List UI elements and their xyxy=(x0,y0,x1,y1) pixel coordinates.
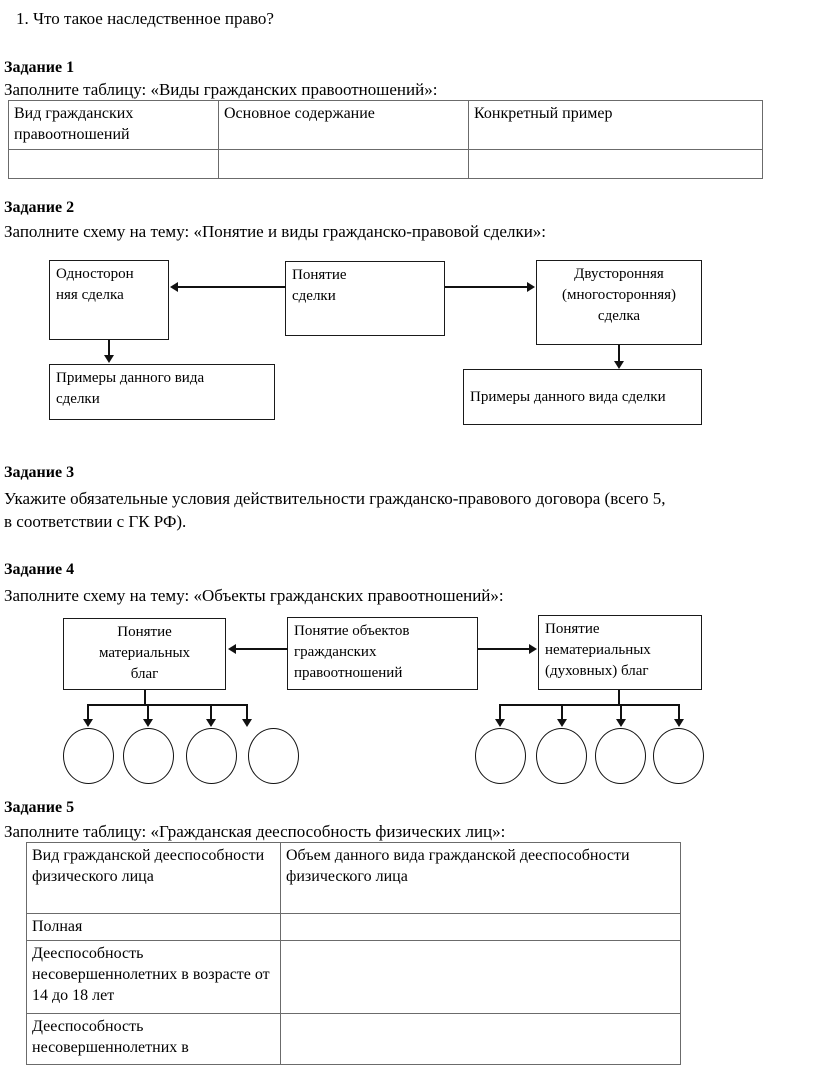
table-header-cell: Вид гражданской дееспособности физическо… xyxy=(26,842,281,914)
table-cell-label: Полная xyxy=(26,913,281,941)
scheme-obyekty-left-circle[interactable] xyxy=(186,728,237,784)
connector-left-drop-3 xyxy=(210,704,212,720)
table-cell-empty[interactable] xyxy=(280,940,681,1014)
arrow-down-icon xyxy=(104,355,114,363)
scheme-obyekty-right-circle[interactable] xyxy=(595,728,646,784)
table-header-cell: Конкретный пример xyxy=(468,100,763,150)
connector-right-drop-1 xyxy=(499,704,501,720)
connector-obyekty-center-to-right xyxy=(478,648,530,650)
table-header-cell: Вид гражданских правоотношений xyxy=(8,100,219,150)
connector-right-down xyxy=(618,345,620,362)
scheme-sdelki-right-label: Двусторонняя(многосторонняя)сделка xyxy=(561,266,677,324)
table-row xyxy=(8,149,763,179)
table-grazhdanskaya-deesposobnost: Вид гражданской дееспособности физическо… xyxy=(26,842,681,1065)
connector-right-drop-2 xyxy=(561,704,563,720)
task-2-instruction: Заполните схему на тему: «Понятие и виды… xyxy=(4,222,547,241)
task-3-instruction-line-1: Укажите обязательные условия действитель… xyxy=(4,489,666,508)
table-header-cell: Основное содержание xyxy=(218,100,469,150)
arrow-down-icon xyxy=(495,719,505,727)
task-5-label: Задание 5 xyxy=(4,799,75,816)
task-4-instruction: Заполните схему на тему: «Объекты гражда… xyxy=(4,586,504,605)
scheme-sdelki-right-examples-box: Примеры данного вида сделки xyxy=(463,369,702,425)
arrow-right-icon xyxy=(527,282,535,292)
table-vidy-grazhdanskih-pravootnosheniy: Вид гражданских правоотношений Основное … xyxy=(8,100,763,179)
connector-center-to-right xyxy=(445,286,528,288)
connector-right-drop-3 xyxy=(620,704,622,720)
arrow-left-icon xyxy=(170,282,178,292)
scheme-obyekty-left-circle[interactable] xyxy=(123,728,174,784)
connector-left-drop-1 xyxy=(87,704,89,720)
table-cell-empty[interactable] xyxy=(280,1013,681,1065)
arrow-down-icon xyxy=(143,719,153,727)
scheme-sdelki-right-box: Двусторонняя(многосторонняя)сделка xyxy=(536,260,702,345)
arrow-down-icon xyxy=(616,719,626,727)
connector-left-trunk xyxy=(144,690,146,705)
connector-right-drop-4 xyxy=(678,704,680,720)
arrow-down-icon xyxy=(614,361,624,369)
connector-right-trunk xyxy=(618,690,620,705)
arrow-down-icon xyxy=(83,719,93,727)
table-cell-label: Дееспособность несовершеннолетних в xyxy=(26,1013,281,1065)
connector-left-bus xyxy=(87,704,247,706)
table-cell-empty[interactable] xyxy=(280,913,681,941)
table-row: Полная xyxy=(26,913,681,941)
table-header-cell: Объем данного вида гражданской дееспособ… xyxy=(280,842,681,914)
scheme-obyekty-right-circle[interactable] xyxy=(475,728,526,784)
scheme-sdelki-right-examples-label: Примеры данного вида сделки xyxy=(470,388,666,405)
task-5-instruction: Заполните таблицу: «Гражданская дееспосо… xyxy=(4,822,506,841)
scheme-obyekty-right-circle[interactable] xyxy=(653,728,704,784)
task-3-label: Задание 3 xyxy=(4,464,75,481)
scheme-obyekty-right-circle[interactable] xyxy=(536,728,587,784)
connector-right-bus xyxy=(499,704,679,706)
connector-left-down xyxy=(108,340,110,356)
table-row: Дееспособность несовершеннолетних в xyxy=(26,1013,681,1065)
arrow-down-icon xyxy=(242,719,252,727)
task-1-instruction: Заполните таблицу: «Виды гражданских пра… xyxy=(4,80,438,99)
table-row: Вид гражданской дееспособности физическо… xyxy=(26,842,681,914)
connector-left-drop-4 xyxy=(246,704,248,720)
table-row: Дееспособность несовершеннолетних в возр… xyxy=(26,940,681,1014)
page-question: 1. Что такое наследственное право? xyxy=(16,9,274,28)
arrow-down-icon xyxy=(557,719,567,727)
task-1-label: Задание 1 xyxy=(4,59,75,76)
arrow-down-icon xyxy=(206,719,216,727)
table-cell-label: Дееспособность несовершеннолетних в возр… xyxy=(26,940,281,1014)
scheme-obyekty-left-circle[interactable] xyxy=(248,728,299,784)
table-cell-empty[interactable] xyxy=(218,149,469,179)
table-cell-empty[interactable] xyxy=(468,149,763,179)
connector-obyekty-center-to-left xyxy=(236,648,288,650)
arrow-left-icon xyxy=(228,644,236,654)
connector-left-drop-2 xyxy=(147,704,149,720)
table-row: Вид гражданских правоотношений Основное … xyxy=(8,100,763,150)
table-cell-empty[interactable] xyxy=(8,149,219,179)
task-4-label: Задание 4 xyxy=(4,561,75,578)
scheme-obyekty-left-circle[interactable] xyxy=(63,728,114,784)
arrow-down-icon xyxy=(674,719,684,727)
task-3-instruction-line-2: в соответствии с ГК РФ). xyxy=(4,512,187,531)
connector-center-to-left xyxy=(178,286,286,288)
task-2-label: Задание 2 xyxy=(4,199,75,216)
arrow-right-icon xyxy=(529,644,537,654)
